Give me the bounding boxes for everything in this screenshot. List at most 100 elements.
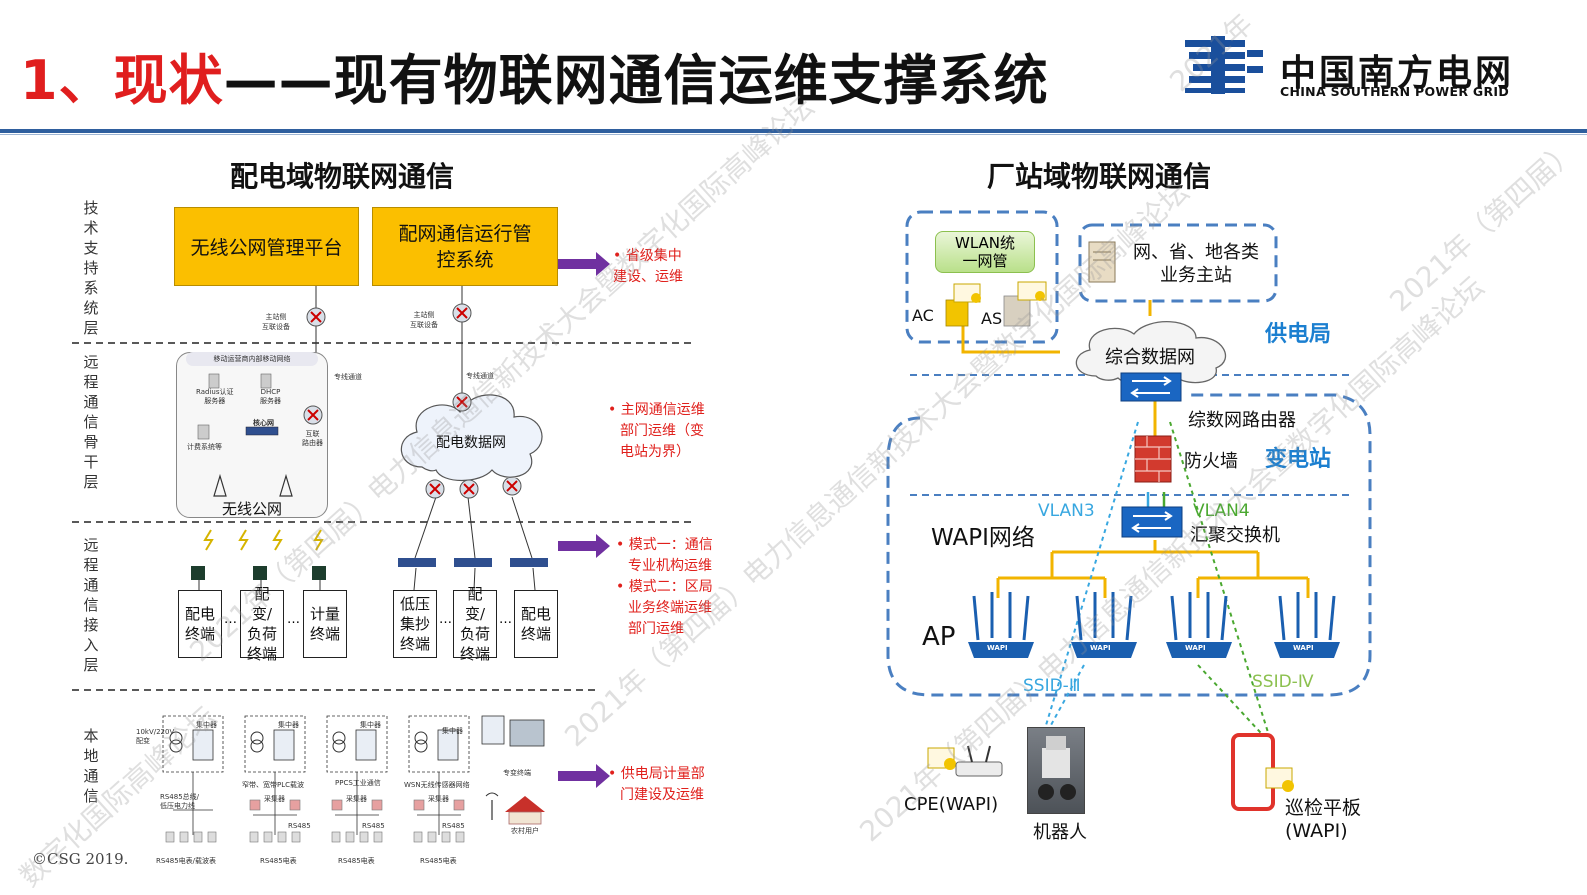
firewall-icon [1134, 435, 1172, 483]
page-title: 1、现状——现有物联网通信运维支撑系统 [20, 36, 1049, 115]
note-line: • 供电局计量部 [608, 766, 705, 782]
station-side-label-1: 主站侧 [265, 313, 287, 321]
terminal-label: 配电终端 [184, 605, 215, 643]
collector-label: 采集器 [428, 795, 449, 803]
tablet-label: 巡检平板 (WAPI) [1285, 797, 1361, 843]
note-line: 门建设及运维 [620, 787, 704, 803]
note-line: 电站为界） [620, 444, 690, 460]
router-label: 综数网路由器 [1188, 410, 1296, 431]
robot-label: 机器人 [1033, 822, 1087, 843]
router-group-icon [425, 478, 522, 499]
cell-tower-icon [213, 473, 293, 497]
ellipsis: … [224, 612, 237, 627]
station-side-label-1: 主站侧 [413, 311, 435, 319]
plc-carrier-label: 窄带、宽带PLC载波 [242, 781, 305, 789]
ellipsis: … [439, 612, 452, 627]
ac-label: AC [912, 306, 934, 325]
wsn-label: WSN无线传感器网络 [404, 781, 470, 789]
server-icon [1088, 241, 1116, 283]
modem-icon [191, 566, 326, 580]
concentrator-label: 集中器 [196, 721, 217, 729]
note-access-modes: • 模式一：通信 专业机构运维 • 模式二：区局 业务终端运维 部门运维 [616, 535, 713, 640]
interconnect-router-label: 互联路由器 [302, 430, 323, 448]
dhcp-label: DHCP [260, 388, 281, 396]
left-section-title: 配电域物联网通信 [230, 160, 455, 193]
cpe-device-icon [927, 745, 1003, 777]
note-line: • 模式二：区局 [616, 579, 713, 595]
dist-network-control-system: 配网通信运行管控系统 [372, 207, 558, 286]
logo-chinese: 中国南方电网 [1280, 53, 1515, 94]
ap-brand-label: WAPI [1090, 644, 1111, 652]
integrated-data-network-label: 综合数据网 [1105, 347, 1195, 368]
note-metering: • 供电局计量部 门建设及运维 [608, 764, 705, 806]
left-diagram-lines [72, 252, 695, 843]
meter-label: RS485电表 [260, 857, 297, 865]
radius-server-label: Radius认证服务器 [196, 388, 233, 406]
note-line: 专业机构运维 [628, 558, 712, 574]
note-line: 部门运维（变 [620, 423, 704, 439]
terminal-dist-right: 配电终端 [514, 590, 558, 658]
header-divider-thin [0, 134, 1587, 135]
note-line: 业务终端运维 [628, 600, 712, 616]
switch-icon [245, 426, 279, 436]
robot-photo [1027, 727, 1085, 814]
ap-brand-label: WAPI [1185, 644, 1206, 652]
wireless-public-mgmt-platform: 无线公网管理平台 [174, 207, 359, 286]
page-title-rest: ——现有物联网通信运维支撑系统 [223, 49, 1049, 112]
wlan-unified-mgmt: WLAN统一网管 [935, 231, 1035, 273]
ssid4-label: SSID-Ⅳ [1252, 672, 1314, 692]
layer-label-tech-support: 技术支持系统层 [83, 199, 99, 337]
meter-label: RS485电表/载波表 [156, 857, 217, 865]
ppcs-label: PPCS工业通信 [335, 779, 381, 787]
meter-label: RS485电表 [338, 857, 375, 865]
station-side-label: 主站侧互联设备 [262, 312, 290, 332]
terminal-metering: 计量终端 [303, 590, 347, 658]
router-icon [1120, 372, 1182, 402]
rural-user-label: 农村用户 [511, 827, 539, 835]
special-terminal-label: 专变终端 [503, 769, 531, 777]
note-provincial: • 省级集中 建设、运维 [613, 246, 683, 288]
terminal-load-right: 配变/负荷终端 [453, 585, 497, 663]
switch-icon [1121, 506, 1183, 538]
station-side-label-2: 互联设备 [410, 321, 438, 329]
as-label: AS [981, 309, 1003, 328]
dedicated-channel-label: 专线通道 [334, 373, 362, 381]
access-switch-icon [398, 558, 548, 567]
ap-brand-label: WAPI [1293, 644, 1314, 652]
server-icon [208, 373, 272, 389]
access-point-icon [1071, 592, 1137, 658]
layer-label-local: 本地通信 [83, 727, 99, 805]
meter-label: RS485电表 [420, 857, 457, 865]
distribution-data-network-cloud [400, 394, 543, 481]
layer-label-access: 远程通信接入层 [83, 536, 99, 674]
dhcp-label-2: 服务器 [260, 397, 281, 405]
router-icon [452, 303, 472, 323]
tablet-label-line-2: (WAPI) [1285, 820, 1348, 842]
terminal-label: 配变/负荷终端 [246, 585, 277, 663]
collector-label: 采集器 [264, 795, 285, 803]
ssid3-label: SSID-Ⅲ [1023, 676, 1081, 696]
right-diagram-lines [886, 210, 1372, 746]
router-icon [306, 307, 326, 327]
tablet-label-line-1: 巡检平板 [1285, 797, 1362, 819]
supply-bureau-label: 供电局 [1265, 322, 1332, 347]
ap-brand-label: WAPI [987, 644, 1008, 652]
ellipsis: … [499, 612, 512, 627]
note-line: • 主网通信运维 [608, 402, 705, 418]
access-point-icon [1274, 592, 1340, 658]
station-side-label: 主站侧互联设备 [410, 310, 438, 330]
ellipsis: … [287, 612, 300, 627]
ap-label: AP [922, 622, 956, 652]
tablet-icon [1231, 733, 1294, 811]
page-title-prefix: 1、现状 [20, 49, 224, 112]
router-icon [452, 392, 472, 412]
note-line: • 省级集中 [613, 248, 682, 264]
dedicated-channel-label: 专线通道 [466, 372, 494, 380]
collector-label: 采集器 [346, 795, 367, 803]
wireless-public-label: 无线公网 [222, 500, 283, 518]
core-network-label: 核心网 [253, 419, 274, 427]
concentrator-label: 集中器 [360, 721, 381, 729]
terminal-lv-reading: 低压集抄终端 [393, 590, 437, 658]
router-icon [303, 405, 323, 425]
